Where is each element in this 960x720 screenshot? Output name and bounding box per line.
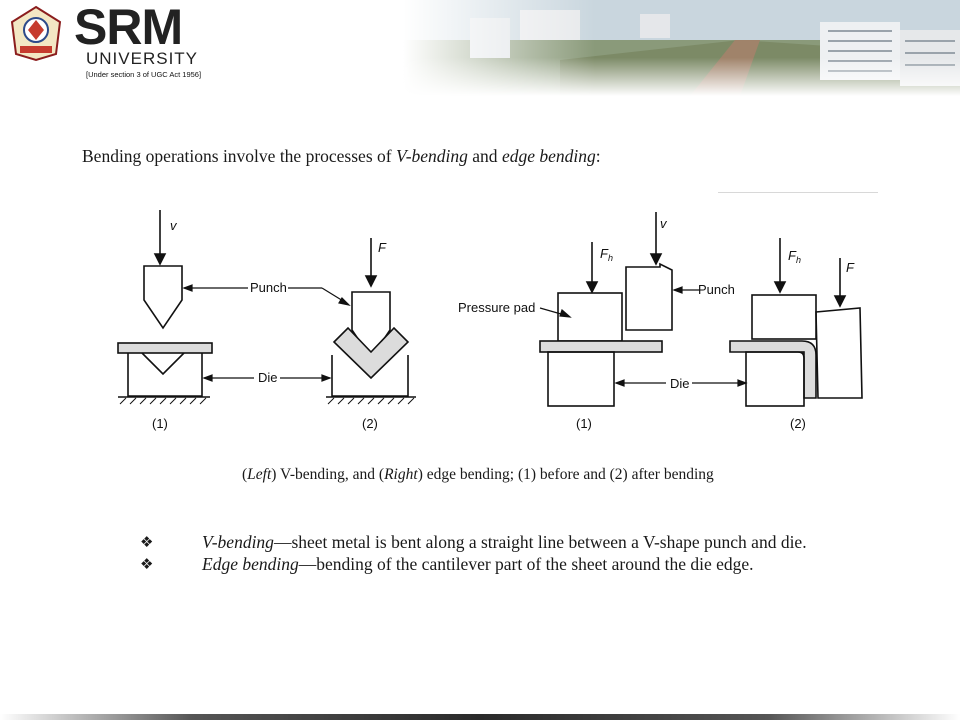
label-step2-left: (2) xyxy=(362,416,378,431)
sheet-metal xyxy=(117,342,213,354)
caption-part: ( xyxy=(242,466,248,483)
bullet-term: V-bending xyxy=(202,532,274,552)
edge-punch-after xyxy=(815,307,863,399)
label-f-2: F xyxy=(846,260,855,275)
bullet-list: ❖ V-bending—sheet metal is bent along a … xyxy=(140,532,860,576)
footer-bar xyxy=(0,714,960,720)
figure-caption: (Left) V-bending, and (Right) edge bendi… xyxy=(242,466,714,484)
intro-suffix: : xyxy=(595,146,601,166)
edge-bent-sheet xyxy=(729,340,817,399)
v-die xyxy=(127,353,203,397)
v-bending-before xyxy=(117,210,213,405)
label-pressure-pad: Pressure pad xyxy=(458,300,535,315)
brand-block: SRM UNIVERSITY [Under section 3 of UGC A… xyxy=(74,2,201,79)
label-f-1: F xyxy=(378,240,387,255)
caption-right: Right xyxy=(384,466,418,483)
caption-left: Left xyxy=(247,466,272,483)
label-die-1: Die xyxy=(258,370,278,385)
list-item: ❖ Edge bending—bending of the cantilever… xyxy=(140,554,860,574)
bullet-term: Edge bending xyxy=(202,554,299,574)
university-crest-icon xyxy=(10,5,62,62)
label-punch-2: Punch xyxy=(698,282,735,297)
label-v-2: v xyxy=(660,216,668,231)
bullet-text: —bending of the cantilever part of the s… xyxy=(298,554,754,574)
edge-bending-before xyxy=(539,212,673,407)
list-item: ❖ V-bending—sheet metal is bent along a … xyxy=(140,532,860,552)
label-fh-1: Fh xyxy=(600,246,613,263)
caption-part: ) edge bending; (1) before and (2) after… xyxy=(417,466,714,483)
edge-die xyxy=(547,351,615,407)
intro-term-v-bending: V-bending xyxy=(395,146,468,166)
bent-sheet xyxy=(332,326,410,380)
v-punch xyxy=(143,265,183,330)
edge-punch xyxy=(625,262,673,331)
intro-prefix: Bending operations involve the processes… xyxy=(82,146,396,166)
label-punch-1: Punch xyxy=(250,280,287,295)
caption-part: ) V-bending, and ( xyxy=(271,466,385,483)
diamond-bullet-icon: ❖ xyxy=(140,555,154,573)
sheet-metal xyxy=(539,340,663,353)
divider-line xyxy=(718,192,878,193)
brand-name: SRM xyxy=(74,0,183,55)
intro-term-edge-bending: edge bending xyxy=(501,146,596,166)
label-die-2: Die xyxy=(670,376,690,391)
v-bending-after xyxy=(326,238,416,405)
brand-subtitle: UNIVERSITY xyxy=(86,49,199,68)
diamond-bullet-icon: ❖ xyxy=(140,533,154,551)
bending-diagram: v F Punch Die (1) (2) Fh v Punch Pressur… xyxy=(117,210,863,431)
intro-sentence: Bending operations involve the processes… xyxy=(82,146,601,167)
pressure-pad-after xyxy=(751,294,817,340)
bullet-text: —sheet metal is bent along a straight li… xyxy=(273,532,807,552)
edge-bending-after xyxy=(729,238,863,407)
slide-header: SRM UNIVERSITY [Under section 3 of UGC A… xyxy=(0,0,960,96)
label-v-1: v xyxy=(170,218,178,233)
label-step1-left: (1) xyxy=(152,416,168,431)
label-step1-right: (1) xyxy=(576,416,592,431)
brand-accreditation-note: [Under section 3 of UGC Act 1956] xyxy=(86,70,202,79)
intro-joiner: and xyxy=(467,146,502,166)
campus-banner-image xyxy=(0,0,960,96)
label-fh-2: Fh xyxy=(788,248,801,265)
label-step2-right: (2) xyxy=(790,416,806,431)
